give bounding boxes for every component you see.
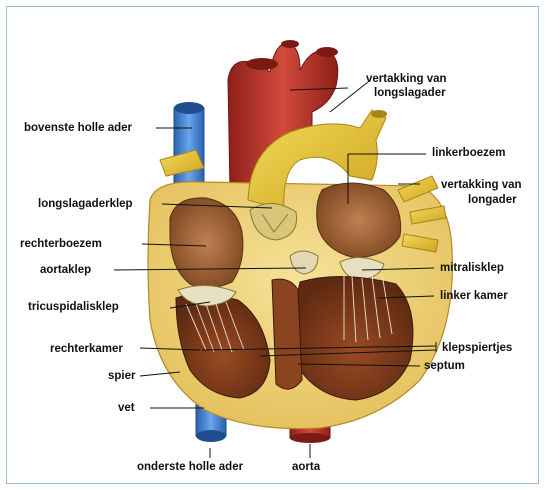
septum [272,279,302,389]
label-linkerboezem: linkerboezem [432,146,506,160]
right-atrium [170,198,243,288]
label-rechterboezem: rechterboezem [20,237,102,251]
label-vertakking-longader-1: vertakking van [441,178,522,192]
label-bovenste-holle-ader: bovenste holle ader [24,121,132,135]
label-klepspiertjes: klepspiertjes [442,341,512,355]
label-rechterkamer: rechterkamer [50,342,123,356]
label-aortaklep: aortaklep [40,263,91,277]
label-vet: vet [118,401,135,415]
label-linker-kamer: linker kamer [440,289,508,303]
label-vertakking-longslagader-2: longslagader [374,86,446,100]
label-tricuspidalisklep: tricuspidalisklep [28,300,119,314]
label-aorta: aorta [292,460,320,474]
label-mitralisklep: mitralisklep [440,261,504,275]
label-vertakking-longader-2: longader [468,193,517,207]
label-septum: septum [424,359,465,373]
label-longslagaderklep: longslagaderklep [38,197,133,211]
label-vertakking-longslagader-1: vertakking van [366,72,447,86]
label-onderste-holle-ader: onderste holle ader [137,460,243,474]
label-spier: spier [108,369,136,383]
